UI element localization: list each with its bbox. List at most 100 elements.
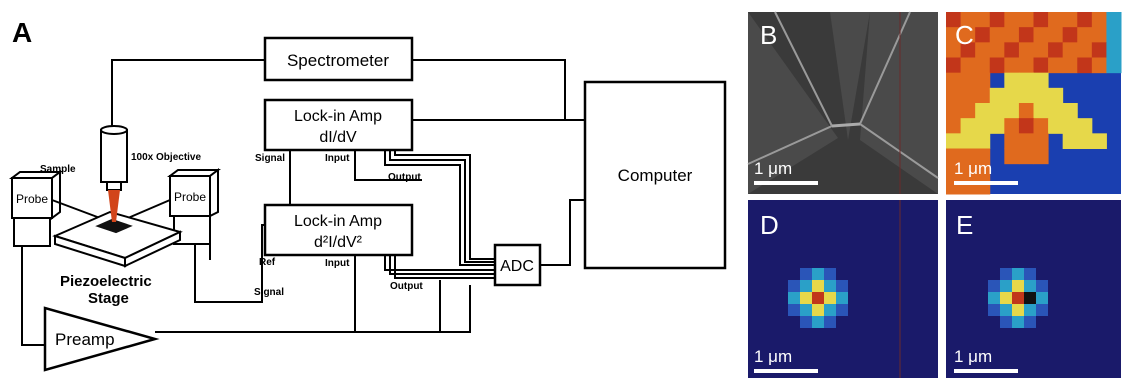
map-pixel: [812, 316, 824, 328]
map-pixel: [836, 280, 848, 292]
map-pixel: [812, 292, 824, 304]
map-pixel: [1012, 316, 1024, 328]
panel-c-map: C 1 μm: [946, 12, 1122, 195]
probe-right-label: Probe: [174, 190, 206, 204]
map-pixel: [1092, 58, 1107, 74]
map-pixel: [1019, 88, 1034, 104]
map-pixel: [1012, 268, 1024, 280]
map-pixel: [1048, 27, 1063, 43]
map-pixel: [975, 118, 990, 134]
map-pixel: [1024, 292, 1036, 304]
map-pixel: [946, 103, 961, 119]
map-pixel: [1004, 103, 1019, 119]
map-pixel: [1063, 133, 1078, 149]
probe-left-label: Probe: [16, 192, 48, 206]
map-pixel: [1077, 118, 1092, 134]
map-pixel: [1077, 27, 1092, 43]
map-pixel: [990, 103, 1005, 119]
panel-c-scale-bar: [954, 181, 1018, 185]
map-pixel: [946, 73, 961, 89]
map-pixel: [1092, 27, 1107, 43]
map-pixel: [1106, 27, 1121, 43]
sample-label: Sample: [40, 164, 76, 175]
input-bottom-label: Input: [325, 258, 350, 269]
map-pixel: [990, 118, 1005, 134]
map-pixel: [1077, 42, 1092, 58]
map-pixel: [1036, 304, 1048, 316]
map-pixel: [1012, 292, 1024, 304]
map-pixel: [990, 12, 1005, 28]
map-pixel: [1034, 73, 1049, 89]
map-pixel: [1000, 292, 1012, 304]
map-pixel: [1034, 12, 1049, 28]
map-pixel: [1034, 58, 1049, 74]
map-pixel: [1019, 133, 1034, 149]
map-pixel: [1063, 12, 1078, 28]
map-pixel: [1034, 118, 1049, 134]
lockin-1-sub: dI/dV: [319, 129, 357, 146]
map-pixel: [988, 280, 1000, 292]
map-pixel: [1004, 12, 1019, 28]
map-pixel: [1019, 42, 1034, 58]
map-pixel: [1000, 268, 1012, 280]
map-pixel: [1004, 88, 1019, 104]
map-pixel: [975, 88, 990, 104]
map-pixel: [1106, 42, 1121, 58]
objective-label: 100x Objective: [131, 152, 201, 163]
map-pixel: [1092, 133, 1107, 149]
map-pixel: [988, 304, 1000, 316]
map-pixel: [788, 292, 800, 304]
map-pixel: [836, 304, 848, 316]
probe-left: [12, 172, 60, 246]
panel-d-scale-bar: [754, 369, 818, 373]
stage-label-1: Piezoelectric: [60, 273, 152, 290]
map-pixel: [1024, 304, 1036, 316]
map-pixel: [1106, 58, 1121, 74]
map-pixel: [1063, 42, 1078, 58]
map-pixel: [812, 304, 824, 316]
map-pixel: [975, 73, 990, 89]
map-pixel: [975, 103, 990, 119]
panel-d-letter: D: [760, 210, 779, 240]
panel-a-letter: A: [12, 17, 32, 48]
adc-label: ADC: [500, 258, 534, 275]
map-pixel: [1106, 12, 1121, 28]
map-pixel: [812, 268, 824, 280]
piezoelectric-stage: [55, 212, 180, 266]
panel-d-map: D 1 μm: [748, 200, 938, 378]
map-pixel: [812, 280, 824, 292]
map-pixel: [1077, 58, 1092, 74]
panel-c-scale-label: 1 μm: [954, 159, 992, 178]
panel-c-letter: C: [955, 20, 974, 50]
map-pixel: [1024, 316, 1036, 328]
panel-e-scale-bar: [954, 369, 1018, 373]
map-pixel: [946, 58, 961, 74]
map-pixel: [800, 304, 812, 316]
map-pixel: [988, 292, 1000, 304]
preamp-label: Preamp: [55, 330, 115, 349]
map-pixel: [975, 12, 990, 28]
map-pixel: [990, 88, 1005, 104]
panel-b-scale-label: 1 μm: [754, 159, 792, 178]
map-pixel: [990, 42, 1005, 58]
panel-b-letter: B: [760, 20, 777, 50]
output-bottom-label: Output: [390, 281, 423, 292]
panel-e-map: E 1 μm: [946, 200, 1121, 378]
computer-label: Computer: [618, 166, 693, 185]
map-pixel: [1048, 118, 1063, 134]
map-pixel: [1063, 58, 1078, 74]
map-pixel: [1034, 27, 1049, 43]
ref-label: Ref: [259, 257, 276, 268]
map-pixel: [961, 58, 976, 74]
map-pixel: [800, 268, 812, 280]
map-pixel: [1034, 103, 1049, 119]
lockin-1-title: Lock-in Amp: [294, 108, 382, 125]
map-pixel: [800, 292, 812, 304]
map-pixel: [788, 304, 800, 316]
map-pixel: [1092, 42, 1107, 58]
map-pixel: [975, 42, 990, 58]
output-top-label: Output: [388, 172, 421, 183]
map-pixel: [824, 268, 836, 280]
map-pixel: [800, 316, 812, 328]
map-pixel: [824, 280, 836, 292]
